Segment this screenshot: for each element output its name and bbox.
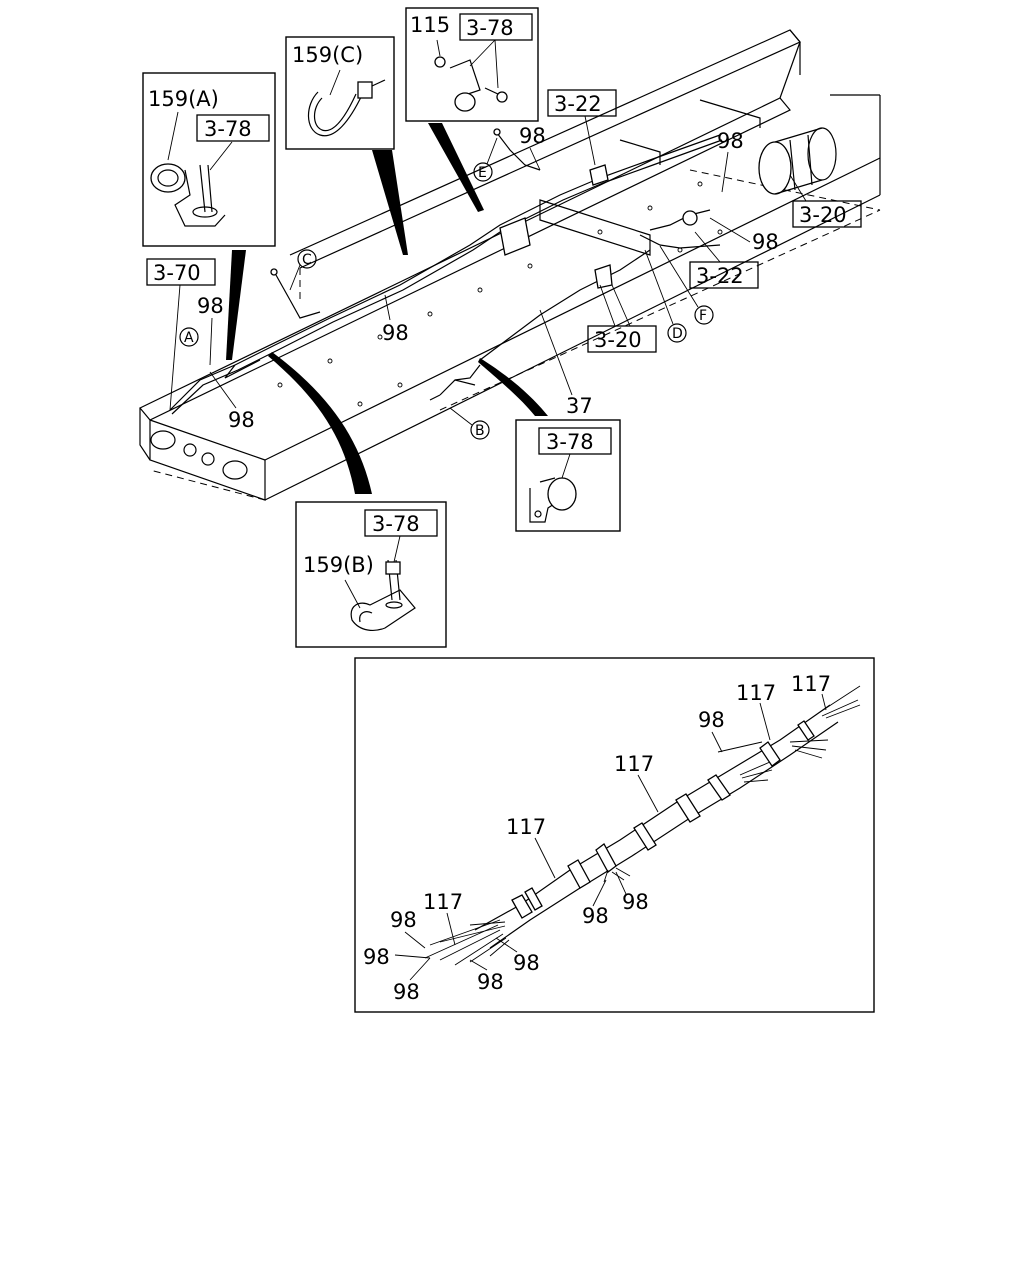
label-98-f: 98 — [752, 230, 779, 254]
callout-d: D — [644, 249, 687, 343]
ref-3-22-a: 3-22 — [554, 92, 602, 116]
label-117-b: 117 — [736, 681, 776, 705]
callout-c: C — [289, 249, 317, 291]
label-98-d: 98 — [519, 124, 546, 148]
leader-wedges — [226, 123, 548, 494]
label-159b: 159(B) — [303, 553, 374, 577]
callouts: A B C D E F — [179, 137, 714, 440]
label-98-n: 98 — [513, 951, 540, 975]
svg-text:F: F — [699, 308, 707, 324]
frame-labels: 3-70 98 98 98 98 98 98 3-22 3-20 3-22 3-… — [146, 89, 862, 432]
label-37: 37 — [566, 394, 593, 418]
label-159c: 159(C) — [292, 43, 363, 67]
detail-3-78-bracket: 3-78 — [515, 419, 621, 532]
label-98-b: 98 — [228, 408, 255, 432]
callout-f: F — [659, 245, 714, 325]
label-98-a: 98 — [197, 294, 224, 318]
detail-115: 115 3-78 — [405, 7, 539, 122]
ref-3-70: 3-70 — [153, 261, 201, 285]
label-98-k: 98 — [363, 945, 390, 969]
ref-3-78-c: 3-78 — [546, 430, 594, 454]
svg-text:E: E — [478, 165, 487, 181]
frame-harness — [169, 128, 723, 415]
ref-3-78-b: 3-78 — [466, 16, 514, 40]
label-98-m: 98 — [477, 970, 504, 994]
chassis-frame — [139, 29, 881, 501]
detail-159a: 159(A) 3-78 — [142, 72, 276, 247]
harness-detail-panel: 117 117 98 117 117 98 98 117 98 98 98 98… — [354, 657, 875, 1013]
label-98-c: 98 — [382, 321, 409, 345]
label-117-e: 117 — [423, 890, 463, 914]
callout-e: E — [473, 137, 498, 182]
ref-3-78-d: 3-78 — [372, 512, 420, 536]
callout-a: A — [179, 327, 199, 347]
svg-text:B: B — [475, 423, 485, 439]
svg-text:C: C — [302, 252, 312, 268]
ref-3-20-a: 3-20 — [799, 203, 847, 227]
label-117-d: 117 — [506, 815, 546, 839]
label-98-g: 98 — [698, 708, 725, 732]
ref-3-78-a: 3-78 — [204, 117, 252, 141]
label-98-e: 98 — [717, 129, 744, 153]
label-98-h: 98 — [622, 890, 649, 914]
svg-text:D: D — [672, 326, 683, 342]
detail-159c: 159(C) — [285, 36, 395, 150]
label-117-c: 117 — [614, 752, 654, 776]
ref-3-22-b: 3-22 — [696, 264, 744, 288]
ref-3-20-b: 3-20 — [594, 328, 642, 352]
detail-159b: 3-78 159(B) — [295, 501, 447, 648]
label-98-j: 98 — [390, 908, 417, 932]
label-159a: 159(A) — [148, 87, 219, 111]
svg-text:A: A — [184, 330, 194, 346]
label-98-l: 98 — [393, 980, 420, 1004]
callout-b: B — [449, 407, 490, 440]
label-117-a: 117 — [791, 672, 831, 696]
label-98-i: 98 — [582, 904, 609, 928]
label-115: 115 — [410, 13, 450, 37]
